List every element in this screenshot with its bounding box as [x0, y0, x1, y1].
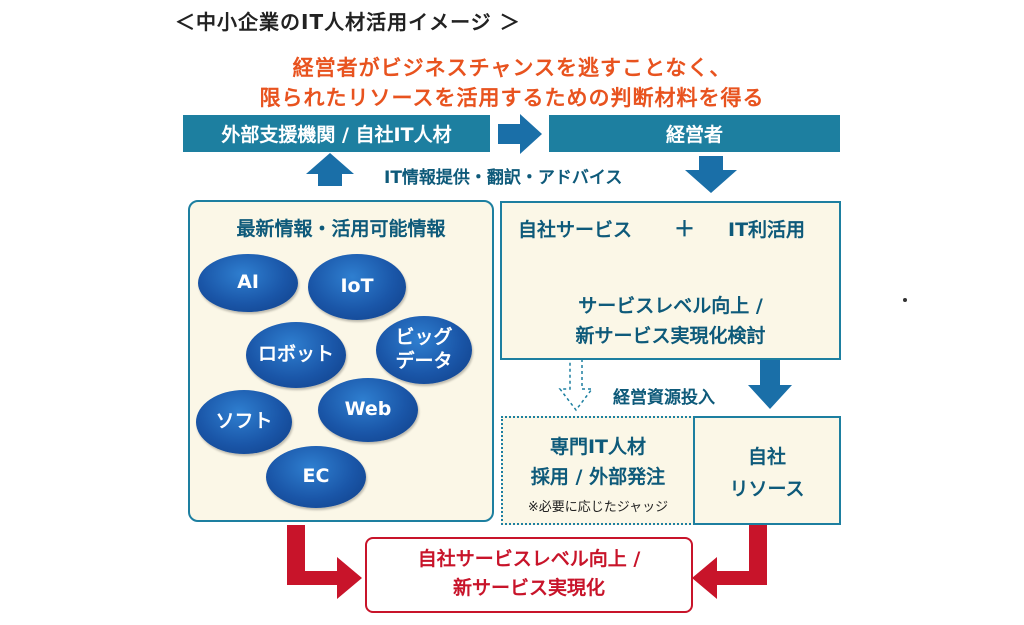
specialist-note: ※必要に応じたジャッジ — [527, 500, 669, 515]
latest-info-panel: 最新情報・活用可能情報 AI IoT ロボット ビッグ データ ソフト Web … — [188, 200, 494, 522]
specialist-line-2: 採用 / 外部発注 — [530, 466, 666, 488]
bubble-ec: EC — [266, 446, 366, 508]
service-line-2: 新サービス実現化検討 — [575, 325, 766, 347]
own-resource-box: 自社 リソース — [693, 416, 841, 525]
right-arrow-icon — [498, 114, 542, 154]
resource-down-arrow-icon — [748, 358, 792, 409]
stray-dot — [903, 298, 907, 302]
bubble-iot: IoT — [308, 254, 406, 320]
service-line-1: サービスレベル向上 / — [578, 295, 763, 317]
down-arrow-icon — [685, 156, 737, 193]
result-line-2: 新サービス実現化 — [452, 576, 605, 599]
external-support-bar: 外部支援機関 / 自社IT人材 — [183, 115, 490, 152]
dotted-down-arrow-icon — [558, 358, 594, 412]
right-red-bent-arrow-icon — [692, 525, 767, 599]
specialist-line-1: 専門IT人材 — [549, 436, 647, 458]
it-info-label: IT情報提供・翻訳・アドバイス — [384, 168, 623, 188]
latest-info-title: 最新情報・活用可能情報 — [236, 218, 446, 240]
diagram-title: ＜中小企業のIT人材活用イメージ ＞ — [175, 10, 521, 34]
bubble-bigdata: ビッグ データ — [376, 316, 472, 384]
specialist-box: 専門IT人材 採用 / 外部発注 ※必要に応じたジャッジ — [501, 416, 695, 525]
external-support-label: 外部支援機関 / 自社IT人材 — [221, 124, 452, 146]
result-box: 自社サービスレベル向上 / 新サービス実現化 — [365, 537, 693, 613]
headline-line-1: 経営者がビジネスチャンスを逃すことなく、 — [292, 56, 732, 80]
plus-sign: ＋ — [674, 217, 695, 241]
bubble-ai: AI — [198, 254, 298, 312]
left-red-bent-arrow-icon — [287, 525, 362, 599]
up-arrow-icon — [306, 153, 354, 186]
manager-bar: 経営者 — [549, 115, 840, 152]
result-line-1: 自社サービスレベル向上 / — [417, 548, 641, 570]
resource-input-label: 経営資源投入 — [613, 388, 715, 408]
bubble-web: Web — [318, 378, 418, 442]
service-panel: 自社サービス ＋ IT利活用 サービスレベル向上 / 新サービス実現化検討 — [500, 201, 841, 360]
own-resource-line-2: リソース — [729, 478, 805, 500]
own-resource-line-1: 自社 — [747, 446, 786, 468]
it-use-label: IT利活用 — [728, 219, 806, 241]
bubble-soft: ソフト — [196, 390, 292, 454]
own-service-label: 自社サービス — [518, 219, 633, 241]
headline-line-2: 限られたリソースを活用するための判断材料を得る — [259, 86, 765, 110]
bubble-robot: ロボット — [246, 322, 346, 388]
manager-label: 経営者 — [665, 124, 723, 146]
